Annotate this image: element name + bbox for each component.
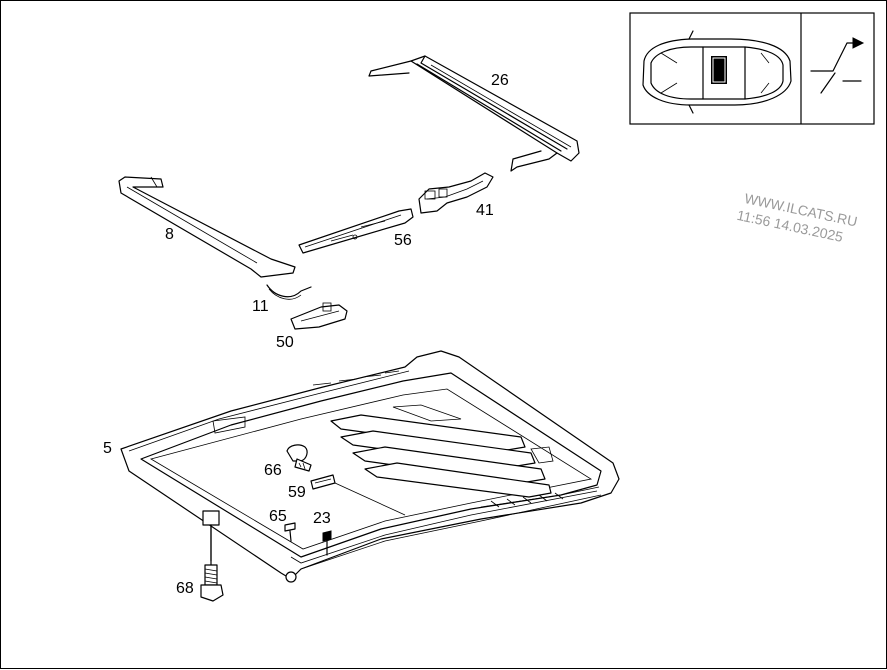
callout-50[interactable]: 50: [276, 334, 294, 351]
callout-23[interactable]: 23: [313, 510, 331, 527]
part-41-bracket: [418, 172, 494, 214]
callout-11[interactable]: 11: [252, 298, 269, 315]
part-8-side-rail: [118, 176, 296, 278]
part-callouts: 26 41 56 8 11 50 5 66 59 65 23 68: [103, 72, 509, 597]
sunroof-mechanism-slats: [312, 370, 554, 498]
callout-26[interactable]: 26: [491, 72, 509, 89]
callout-66[interactable]: 66: [264, 462, 282, 479]
callout-56[interactable]: 56: [394, 232, 412, 249]
callout-65[interactable]: 65: [269, 508, 287, 525]
callout-8[interactable]: 8: [165, 226, 174, 243]
part-59-clip: [310, 474, 406, 516]
callout-5[interactable]: 5: [103, 440, 112, 457]
sunroof-highlight: [711, 56, 727, 84]
car-locator-inset: [629, 12, 875, 125]
part-66-screw: [286, 444, 312, 472]
car-top-view-icon: [642, 30, 792, 114]
callout-41[interactable]: 41: [476, 202, 494, 219]
part-5-sunroof-frame: [120, 350, 620, 583]
part-23-plug: [322, 530, 332, 556]
section-step-icon: [810, 37, 865, 94]
part-11-cable-clip: [266, 284, 312, 300]
part-26-rail: [368, 55, 580, 172]
callout-68[interactable]: 68: [176, 580, 194, 597]
watermark: WWW.ILCATS.RU 11:56 14.03.2025: [735, 190, 858, 245]
part-56-slider: [298, 208, 414, 254]
callout-59[interactable]: 59: [288, 484, 306, 501]
part-50-guide-block: [290, 302, 348, 330]
part-68-bolt: [200, 524, 224, 602]
part-65-rivet: [284, 522, 296, 542]
